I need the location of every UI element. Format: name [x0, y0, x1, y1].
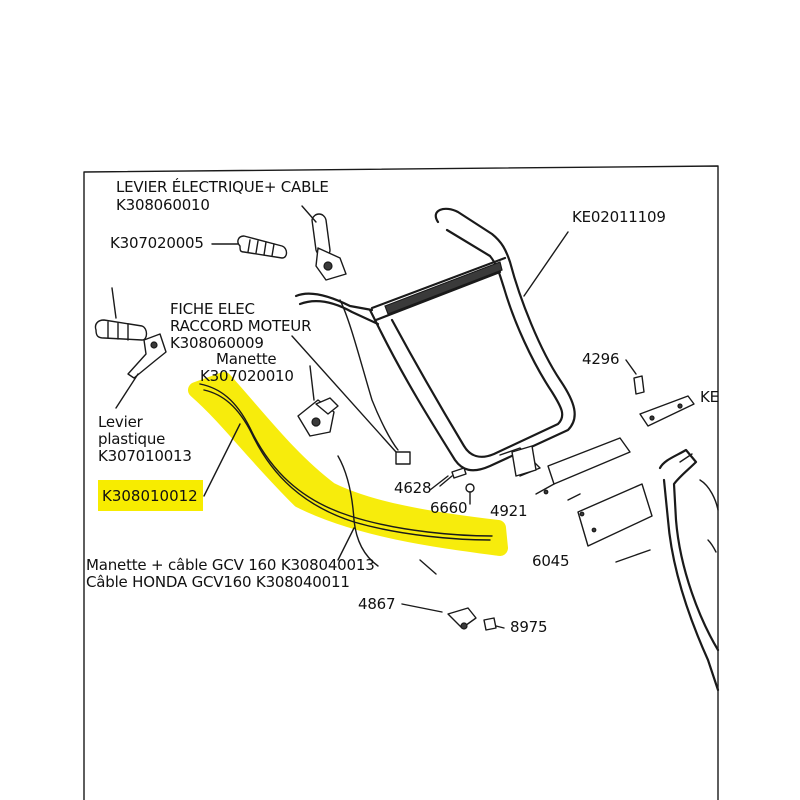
label-k307020005: K307020005	[110, 234, 204, 252]
label-4921: 4921	[490, 502, 527, 520]
label-levier-plastique-line2: plastique	[98, 430, 165, 448]
label-manette-cable-line2: Câble HONDA GCV160 K308040011	[86, 573, 350, 591]
plate-6045	[577, 483, 653, 547]
cable-inner	[203, 389, 491, 541]
label-6045: 6045	[532, 552, 569, 570]
throttle-handle	[297, 397, 339, 437]
bracket-ke	[639, 395, 695, 427]
hardware-6660	[465, 483, 475, 505]
label-fiche-line1: FICHE ELEC	[170, 300, 255, 318]
leader-lines	[111, 205, 569, 575]
label-6660: 6660	[430, 499, 467, 517]
plate-4921	[535, 437, 631, 495]
label-highlight	[98, 480, 203, 511]
label-ke-partial: KE	[700, 388, 719, 406]
leader-4628	[429, 475, 449, 491]
label-manette: Manette K307020010	[200, 350, 294, 385]
label-4867: 4867	[358, 595, 395, 613]
label-manette-cable: Manette + câble GCV 160 K308040013 Câble…	[86, 556, 375, 591]
label-fiche-line2: RACCORD MOTEUR	[170, 317, 311, 335]
label-levier-electrique-line2: K308060010	[116, 196, 210, 214]
label-levier-plastique-line1: Levier	[98, 413, 144, 431]
sheet-border	[83, 165, 719, 800]
hardware-8975	[483, 617, 497, 631]
leader-4921	[567, 493, 581, 501]
right-arm	[658, 448, 720, 692]
leader-6045	[615, 549, 651, 563]
grip-upper	[237, 235, 288, 259]
control-cable	[337, 455, 379, 567]
label-8975: 8975	[510, 618, 547, 636]
label-4628: 4628	[394, 479, 431, 497]
label-k308010012: K308010012	[102, 487, 198, 505]
label-ke02011109: KE02011109	[572, 208, 666, 226]
label-levier-plastique-line3: K307010013	[98, 447, 192, 465]
cable	[199, 383, 493, 537]
handlebar	[294, 207, 576, 477]
label-fiche-elec: FICHE ELEC RACCORD MOTEUR K308060009	[170, 300, 311, 352]
label-manette-line1: Manette	[216, 350, 276, 368]
label-manette-line2: K307020010	[200, 367, 294, 385]
label-fiche-line3: K308060009	[170, 334, 264, 352]
label-manette-cable-line1: Manette + câble GCV 160 K308040013	[86, 556, 375, 574]
label-levier-electrique: LEVIER ÉLECTRIQUE+ CABLE K308060010	[116, 177, 329, 214]
label-4296: 4296	[582, 350, 619, 368]
electric-lever	[311, 213, 347, 281]
label-levier-plastique: Levier plastique K307010013	[98, 413, 192, 465]
cable-highlight	[188, 372, 508, 556]
hardware-4628	[439, 467, 467, 487]
plug-connector	[395, 451, 411, 465]
grip-lower	[94, 319, 148, 341]
hardware-4867	[401, 603, 477, 630]
leader-8975	[495, 625, 505, 629]
plug-cable	[339, 299, 399, 451]
hardware-4296	[625, 359, 645, 395]
plastic-lever	[127, 333, 167, 379]
label-levier-electrique-line1: LEVIER ÉLECTRIQUE+ CABLE	[116, 177, 329, 196]
